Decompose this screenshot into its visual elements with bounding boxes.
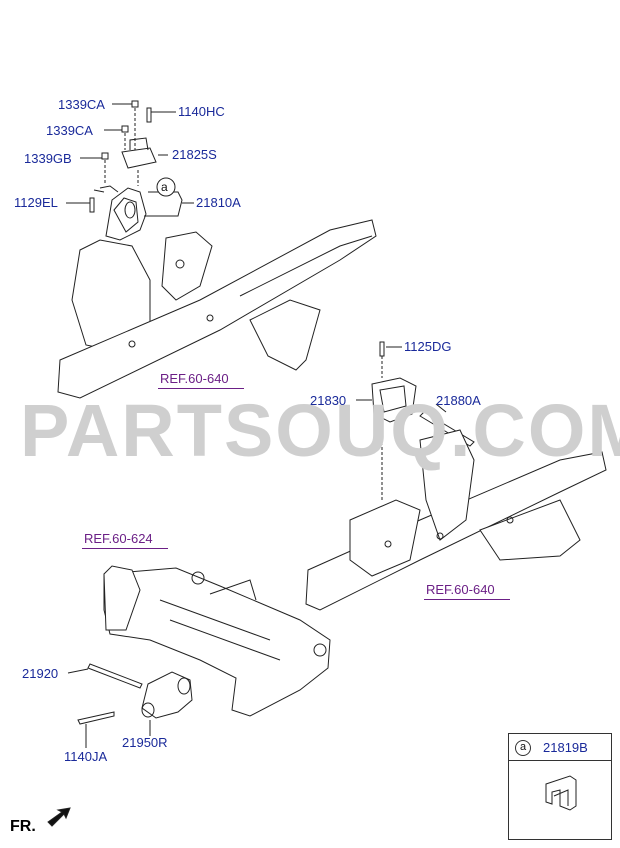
leaders-right: [356, 346, 447, 413]
left-frame-rail: [57, 219, 377, 399]
fasteners-top: [89, 100, 152, 213]
clip-21819b: [545, 775, 577, 811]
watermark: PARTSOUQ.COM: [20, 389, 620, 472]
label-1129el[interactable]: 1129EL: [14, 195, 58, 210]
label-21920[interactable]: 21920: [22, 666, 59, 681]
leaders-left: [66, 103, 194, 217]
label-1140hc[interactable]: 1140HC: [178, 104, 225, 119]
label-1339gb[interactable]: 1339GB: [24, 151, 72, 166]
label-21810a[interactable]: 21810A: [196, 195, 241, 210]
right-frame-rail: [305, 429, 607, 611]
ref-subframe[interactable]: REF.60-624: [84, 531, 153, 546]
callout-a-circle: [156, 177, 176, 197]
ref-right-rail[interactable]: REF.60-640: [426, 582, 495, 597]
label-21880a[interactable]: 21880A: [436, 393, 481, 408]
label-21830[interactable]: 21830: [310, 393, 347, 408]
inset-callout-a: a: [515, 740, 531, 756]
label-1339ca-mid[interactable]: 1339CA: [46, 123, 93, 138]
left-mount-21810a: [93, 185, 147, 241]
label-1140ja[interactable]: 1140JA: [64, 749, 108, 764]
ref-subframe-underline: [82, 548, 168, 549]
leaders-bottom: [67, 668, 151, 748]
label-1125dg[interactable]: 1125DG: [404, 339, 452, 354]
callout-a-letter: a: [161, 180, 168, 194]
label-21825s[interactable]: 21825S: [172, 147, 217, 162]
label-21950r[interactable]: 21950R: [122, 735, 168, 750]
ref-left-rail[interactable]: REF.60-640: [160, 371, 229, 386]
label-1339ca-top[interactable]: 1339CA: [58, 97, 105, 112]
bracket-21825s: [121, 137, 157, 186]
roll-mount-21950r: [77, 663, 193, 725]
ref-right-rail-underline: [424, 599, 510, 600]
inset-part-21819b[interactable]: 21819B: [543, 740, 588, 755]
inset-box: a 21819B: [508, 733, 612, 840]
fr-arrow-icon: [47, 807, 71, 827]
orientation-label: FR.: [10, 818, 36, 835]
ref-left-rail-underline: [158, 388, 244, 389]
inset-header: a 21819B: [509, 734, 611, 761]
front-subframe: [103, 565, 331, 717]
